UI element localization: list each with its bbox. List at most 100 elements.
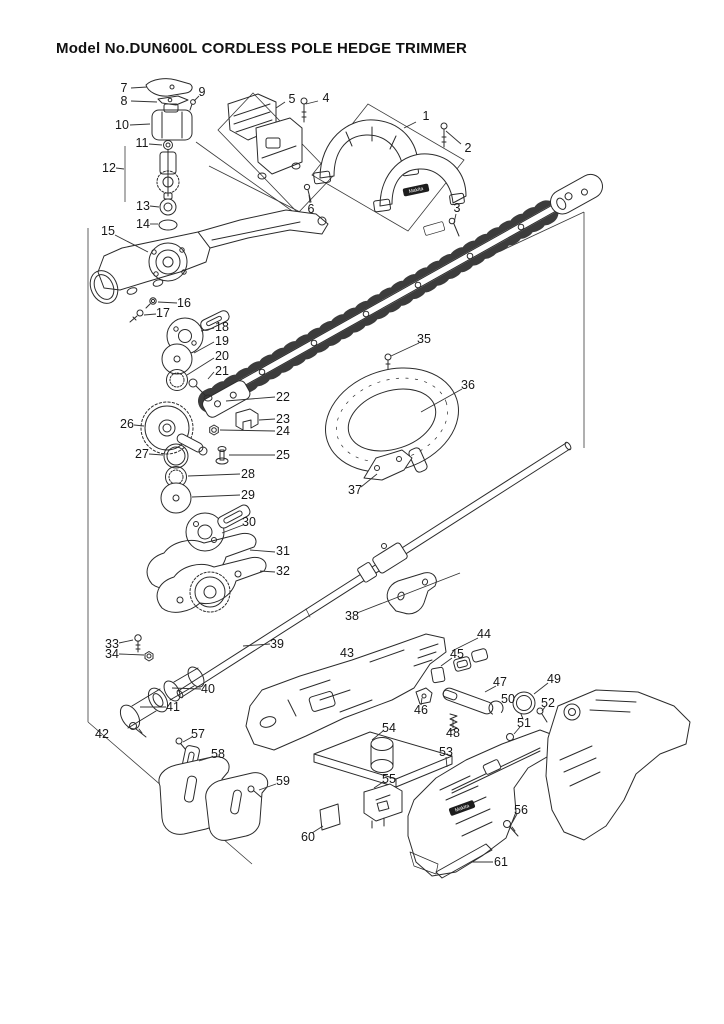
- part-number-label: 53: [439, 745, 453, 759]
- part-42-screw: [129, 722, 147, 738]
- leader-line: [356, 572, 461, 614]
- part-58-clamp-set: [158, 745, 269, 841]
- part-17-bolt: [129, 309, 144, 323]
- part-number-label: 16: [177, 296, 191, 310]
- part-7-baffle-plate: [145, 78, 193, 97]
- part-59-screw: [247, 785, 262, 798]
- part-number-label: 15: [101, 224, 115, 238]
- part-number-label: 36: [461, 378, 475, 392]
- part-number-label: 54: [382, 721, 396, 735]
- part-13-ball-bearing: [159, 198, 177, 216]
- part-number-label: 60: [301, 830, 315, 844]
- part-37-handle-bracket: [363, 449, 413, 481]
- part-55-switch: [363, 783, 403, 829]
- part-number-label: 4: [323, 91, 330, 105]
- part-48-spring: [449, 713, 458, 732]
- leader-line: [133, 424, 145, 427]
- part-number-label: 10: [115, 118, 129, 132]
- part-10-stator: [151, 103, 193, 141]
- leader-line: [440, 657, 453, 667]
- part-number-label: 58: [211, 747, 225, 761]
- part-number-label: 6: [308, 202, 315, 216]
- part-number-label: 30: [242, 515, 256, 529]
- part-number-label: 12: [102, 161, 116, 175]
- part-number-label: 8: [121, 94, 128, 108]
- part-labels: 1234567891011121314151617181920212223242…: [95, 81, 561, 869]
- part-number-label: 11: [136, 136, 149, 150]
- leader-line: [484, 685, 497, 693]
- part-number-label: 39: [270, 637, 284, 651]
- part-54-base-plate: [313, 731, 453, 788]
- leader-line: [200, 327, 215, 332]
- leader-line: [148, 143, 163, 146]
- part-number-label: 44: [477, 627, 491, 641]
- part-number-label: 50: [501, 692, 515, 706]
- part-23-blade-clamp: [235, 408, 259, 431]
- part-number-label: 59: [276, 774, 290, 788]
- part-4-screw: [300, 97, 308, 123]
- part-number-label: 42: [95, 727, 109, 741]
- part-number-label: 13: [136, 199, 150, 213]
- leader-line: [373, 781, 384, 789]
- page-title: Model No.DUN600L CORDLESS POLE HEDGE TRI…: [56, 40, 468, 57]
- leader-line: [533, 682, 549, 695]
- leader-line: [390, 342, 420, 357]
- leader-line: [115, 167, 125, 170]
- leader-line: [143, 313, 157, 316]
- part-1-motor-cover-outer: Makita: [373, 153, 467, 236]
- leader-line: [182, 736, 193, 743]
- leader-line: [275, 101, 286, 109]
- part-number-label: 46: [414, 703, 428, 717]
- part-14-o-ring: [158, 219, 178, 231]
- part-number-label: 29: [241, 488, 255, 502]
- part-number-label: 43: [340, 646, 354, 660]
- part-11-washer: [163, 140, 173, 150]
- part-number-label: 9: [199, 85, 206, 99]
- part-number-label: 38: [345, 609, 359, 623]
- leader-line: [242, 643, 271, 647]
- part-46-lever-hook: [415, 687, 433, 705]
- part-24-nut: [209, 424, 219, 436]
- brand-logo: Makita: [454, 803, 470, 814]
- part-27-ring: [163, 443, 189, 469]
- leader-line: [118, 639, 134, 644]
- leader-line: [207, 371, 215, 380]
- leader-line: [191, 494, 241, 498]
- part-number-label: 23: [276, 412, 290, 426]
- part-number-label: 61: [494, 855, 508, 869]
- part-number-label: 3: [454, 201, 461, 215]
- leader-line: [420, 697, 423, 706]
- part-57-screw: [175, 737, 187, 751]
- part-20-needle-bearing: [166, 369, 188, 391]
- part-number-label: 2: [465, 141, 472, 155]
- leader-line: [130, 86, 148, 89]
- part-number-label: 22: [276, 390, 290, 404]
- part-49-ring: [512, 691, 536, 720]
- part-39-shaft-pipe: [176, 441, 572, 699]
- part-number-label: 5: [289, 92, 296, 106]
- leader-line: [305, 100, 319, 105]
- part-number-label: 35: [417, 332, 431, 346]
- leader-line: [157, 301, 178, 304]
- part-21-crank-pin: [188, 378, 213, 402]
- part-number-label: 19: [215, 334, 229, 348]
- leader-line: [541, 706, 546, 712]
- part-12-armature: [156, 149, 180, 200]
- part-38-hanger-bracket: [386, 572, 437, 615]
- part-8-insulation-washer: [157, 95, 189, 106]
- leader-line: [198, 756, 213, 762]
- part-number-label: 56: [514, 803, 528, 817]
- part-33-screw: [134, 634, 142, 653]
- leader-line: [114, 234, 149, 253]
- part-linkage-rod: [451, 747, 541, 794]
- leader-line: [186, 357, 215, 376]
- part-29-disc: [160, 482, 192, 514]
- part-number-label: 27: [135, 447, 149, 461]
- part-15-gear-housing: [89, 209, 329, 304]
- part-number-label: 40: [201, 682, 215, 696]
- leader-line: [259, 570, 276, 573]
- part-26-crank-gear: [140, 401, 208, 456]
- part-50-clip: [488, 700, 504, 716]
- part-number-label: 1: [423, 109, 430, 123]
